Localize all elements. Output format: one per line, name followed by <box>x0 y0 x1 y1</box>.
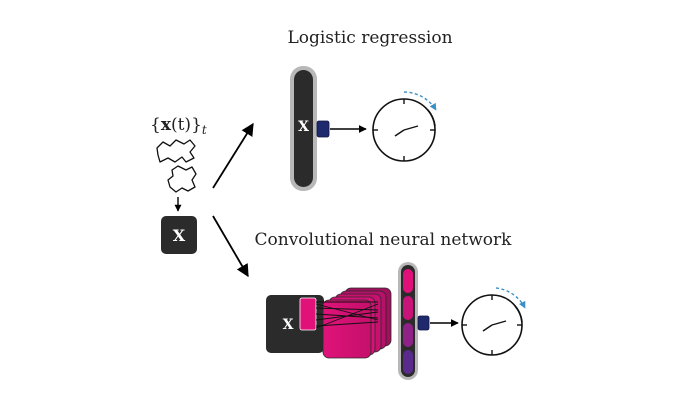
logistic-output-node <box>316 120 330 138</box>
cnn-input-label: X <box>283 317 294 333</box>
matrix-x-label: X <box>173 226 186 245</box>
matrix-x-box: X <box>161 216 197 254</box>
conv-connections <box>315 301 379 329</box>
cnn-title: Convolutional neural network <box>255 230 513 250</box>
clock-icon <box>461 287 526 356</box>
cnn-input-box: X <box>266 295 324 353</box>
logistic-vector-label: X <box>298 119 309 135</box>
conv-kernel <box>299 297 317 331</box>
cnn-output-node <box>417 315 430 331</box>
clock-icon <box>372 91 437 162</box>
cnn-dense-vector <box>398 262 418 380</box>
trajectory-scribbles <box>156 139 197 193</box>
arrow-to-cnn <box>212 215 249 278</box>
logistic-vector: X <box>290 66 317 191</box>
input-trajectory-label: {x(t)}t <box>150 115 207 137</box>
arrow-to-logistic <box>212 122 254 189</box>
logistic-title: Logistic regression <box>287 28 452 48</box>
